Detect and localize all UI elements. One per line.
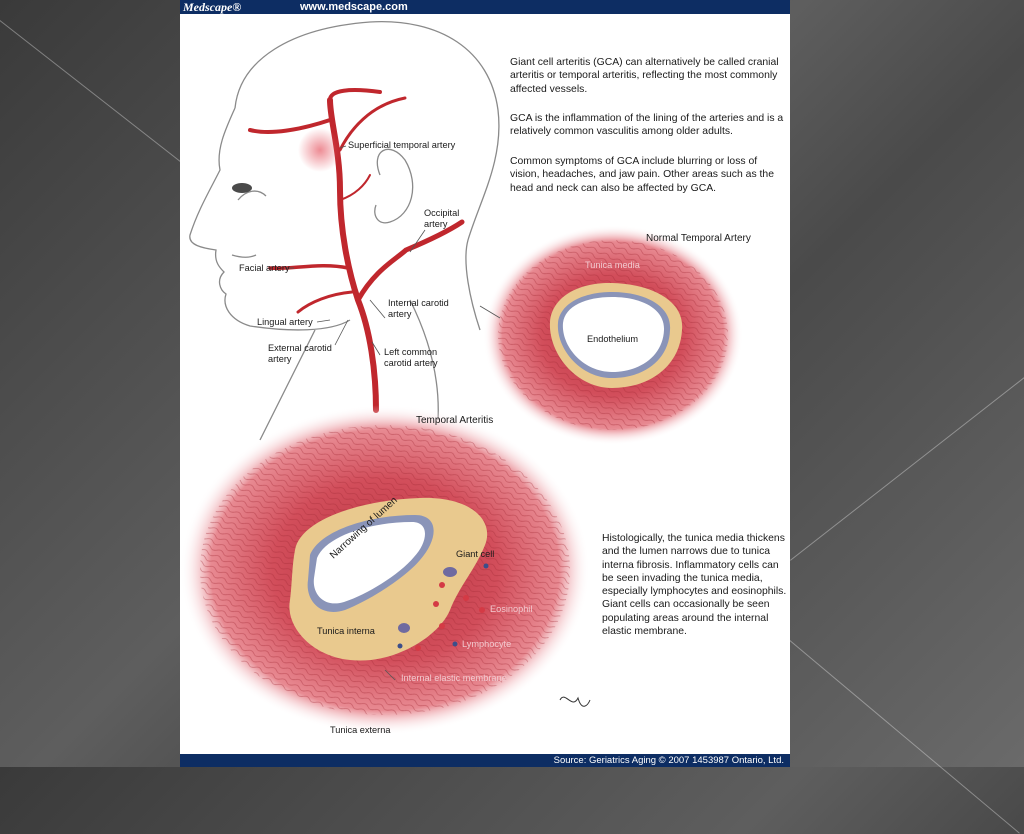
arteritis-title: Temporal Arteritis [416, 415, 494, 426]
label-lingual-artery: Lingual artery [257, 317, 313, 327]
label-giant-cell: Giant cell [456, 549, 495, 559]
label-lymphocyte: Lymphocyte [462, 639, 512, 649]
label-left-common-carotid-artery: Left common carotid artery [384, 347, 438, 368]
header-bar: Medscape® www.medscape.com [180, 0, 790, 14]
normal-artery-title: Normal Temporal Artery [646, 233, 751, 244]
intro-paragraph-2: GCA is the inflammation of the lining of… [510, 113, 784, 138]
footer-bar: Source: Geriatrics Aging © 2007 1453987 … [180, 754, 790, 767]
background-line [0, 20, 205, 181]
label-facial-artery: Facial artery [239, 263, 290, 273]
inflammation-glow [298, 128, 342, 172]
medical-illustration-slide: Medscape® www.medscape.com [180, 0, 790, 767]
label-tunica-media: Tunica media [585, 260, 640, 270]
label-tunica-interna: Tunica interna [317, 626, 375, 636]
label-eosinophil: Eosinophil [490, 604, 533, 614]
background-line [790, 362, 1024, 561]
label-superficial-temporal-artery: Superficial temporal artery [348, 140, 456, 150]
arteritis-cross-section [180, 405, 590, 735]
histology-paragraph: Histologically, the tunica media thicken… [602, 533, 787, 638]
leader-lines [285, 145, 501, 681]
head-outline [189, 21, 500, 441]
eye-icon [232, 183, 252, 193]
site-url[interactable]: www.medscape.com [300, 1, 408, 13]
inflammatory-cells [397, 563, 489, 651]
signature-mark [559, 696, 591, 707]
background-line [789, 640, 1020, 834]
label-internal-elastic-membrane: Internal elastic membrane [401, 673, 507, 683]
intro-paragraph-3: Common symptoms of GCA include blurring … [510, 156, 774, 194]
intro-paragraph-1: Giant cell arteritis (GCA) can alternati… [510, 57, 779, 95]
normal-artery-cross-section [483, 225, 743, 445]
label-external-carotid-artery: External carotid artery [268, 343, 332, 364]
label-internal-carotid-artery: Internal carotid artery [388, 298, 449, 319]
label-endothelium: Endothelium [587, 334, 639, 344]
artery-illustration [180, 21, 743, 735]
label-occipital-artery: Occipital artery [424, 208, 460, 229]
source-credit: Source: Geriatrics Aging © 2007 1453987 … [553, 755, 784, 766]
label-tunica-externa: Tunica externa [330, 725, 391, 735]
brand-logo[interactable]: Medscape® [183, 0, 242, 14]
